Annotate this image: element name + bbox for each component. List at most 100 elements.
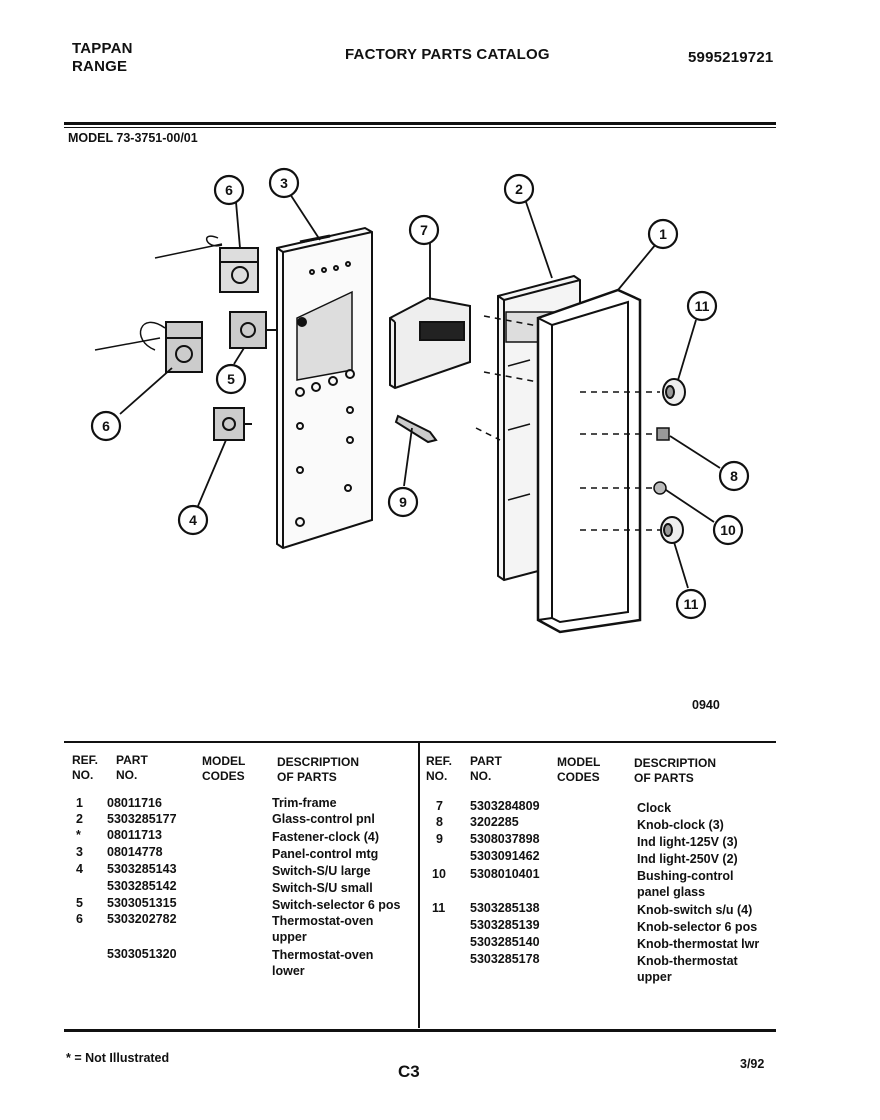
model-header-2: CODES: [557, 770, 600, 784]
ref-cell: 9: [436, 832, 443, 846]
callout-label: 7: [420, 222, 428, 238]
ref-cell: 10: [432, 867, 446, 881]
part-cell: 5303285143: [107, 862, 177, 876]
callout-label: 1: [659, 226, 667, 242]
callout-2: [503, 173, 535, 205]
brand-line-2: RANGE: [72, 58, 128, 75]
callout-label: 6: [102, 418, 110, 434]
part-header: PART: [116, 753, 148, 767]
thermostat-lower: [94, 321, 203, 373]
part-cell: 08011716: [107, 796, 162, 810]
bushing: [653, 481, 667, 495]
knob-upper: [662, 378, 686, 406]
part-cell: 5308037898: [470, 832, 540, 846]
desc-cell: Panel-control mtg: [272, 847, 379, 861]
part-cell: 5303285178: [470, 952, 540, 966]
ref-cell: 8: [436, 815, 443, 829]
part-cell: 5303202782: [107, 912, 177, 926]
ref-header-2: NO.: [72, 768, 94, 782]
desc-cell: Ind light-250V (2): [637, 852, 738, 866]
callout-label: 6: [225, 182, 233, 198]
desc-header-2: OF PARTS: [277, 770, 337, 784]
ref-cell: 7: [436, 799, 443, 813]
table-rule-bottom: [64, 1029, 776, 1032]
callout-8: [718, 460, 750, 492]
desc-cell: Thermostat-oven lower: [272, 948, 374, 978]
ref-header: REF.: [426, 754, 453, 768]
part-cell: 08011713: [107, 828, 162, 842]
desc-cell: Switch-S/U small: [272, 881, 373, 895]
callout-6-lower: [90, 410, 122, 442]
desc-cell: Switch-selector 6 pos: [272, 898, 401, 912]
part-cell: 5303284809: [470, 799, 540, 813]
trim-frame: [536, 288, 642, 634]
callout-label: 3: [280, 175, 288, 191]
desc-header: DESCRIPTION: [277, 755, 360, 769]
ref-cell: 5: [76, 896, 83, 910]
callout-label: 11: [695, 298, 710, 314]
desc-cell: Knob-thermostat lwr: [637, 937, 760, 951]
callout-5: [215, 363, 247, 395]
callout-4: [177, 504, 209, 536]
part-header-2: NO.: [470, 769, 492, 783]
desc-cell: Bushing-control panel glass: [637, 869, 734, 899]
callout-7: [408, 214, 440, 246]
table-divider: [418, 743, 420, 1028]
brand-line-1: TAPPAN: [72, 40, 133, 57]
model-header: MODEL: [202, 754, 246, 768]
part-cell: 5303091462: [470, 849, 540, 863]
desc-header-2: OF PARTS: [634, 771, 694, 785]
footnote: * = Not Illustrated: [66, 1051, 170, 1065]
ref-cell: 4: [76, 862, 83, 876]
part-cell: 5303285138: [470, 901, 540, 915]
table-rule-top: [64, 741, 776, 743]
callout-label: 5: [227, 371, 235, 387]
part-cell: 5308010401: [470, 867, 540, 881]
part-header-2: NO.: [116, 768, 138, 782]
knob-lower: [660, 516, 684, 544]
model-header-2: CODES: [202, 769, 245, 783]
callout-11-upper: [686, 290, 718, 322]
desc-header: DESCRIPTION: [634, 756, 717, 770]
part-cell: 5303051320: [107, 947, 177, 961]
model-label: MODEL 73-3751-00/01: [68, 131, 198, 145]
control-panel-mounting: [276, 226, 373, 550]
surface-unit-switch: [213, 407, 252, 441]
part-cell: 5303285177: [107, 812, 177, 826]
desc-cell: Knob-thermostat upper: [637, 954, 738, 984]
desc-cell: Knob-switch s/u (4): [637, 903, 753, 917]
part-header: PART: [470, 754, 502, 768]
catalog-number: 5995219721: [688, 49, 774, 66]
indicator-light: [394, 414, 438, 444]
callout-label: 4: [189, 512, 197, 528]
callout-11-lower: [675, 588, 707, 620]
desc-cell: Trim-frame: [272, 796, 337, 810]
ref-cell: *: [76, 828, 81, 842]
part-cell: 08014778: [107, 845, 163, 859]
part-cell: 5303051315: [107, 896, 177, 910]
header-rule-thin: [64, 127, 776, 128]
ref-header: REF.: [72, 753, 99, 767]
desc-cell: Clock: [637, 801, 672, 815]
callout-label: 11: [684, 596, 699, 612]
desc-cell: Knob-clock (3): [637, 818, 724, 832]
exploded-parts-diagram: 6 3 2 7 1 11 6 5 4 9 8 10 11 0940: [90, 167, 750, 712]
desc-cell: Knob-selector 6 pos: [637, 920, 758, 934]
ref-cell: 1: [76, 796, 83, 810]
desc-cell: Ind light-125V (3): [637, 835, 738, 849]
desc-cell: Fastener-clock (4): [272, 830, 379, 844]
ref-cell: 2: [76, 812, 83, 826]
part-cell: 5303285140: [470, 935, 540, 949]
callout-label: 10: [720, 522, 736, 538]
thermostat-upper: [154, 235, 259, 293]
header-rule-top: [64, 122, 776, 125]
callout-1: [647, 218, 679, 250]
clock-knob: [656, 427, 670, 441]
callout-10: [712, 514, 744, 546]
desc-cell: Switch-S/U large: [272, 864, 371, 878]
desc-cell: Thermostat-oven upper: [272, 914, 374, 944]
figure-code: 0940: [692, 698, 720, 712]
callout-3: [268, 167, 300, 199]
revision-date: 3/92: [740, 1057, 765, 1071]
catalog-title: FACTORY PARTS CATALOG: [345, 46, 550, 63]
